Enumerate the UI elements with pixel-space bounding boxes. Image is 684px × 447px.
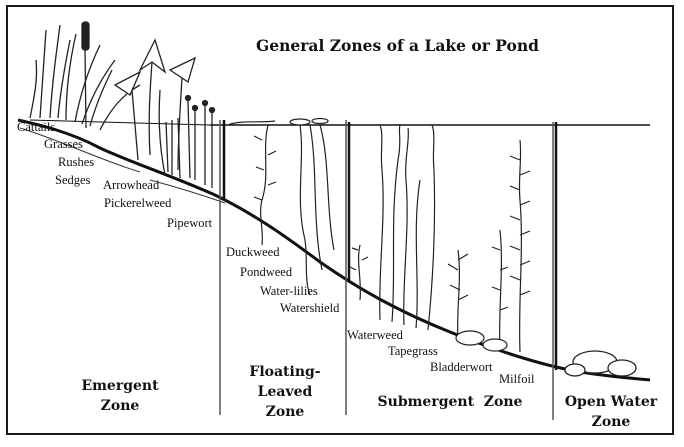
label-pondweed: Pondweed <box>240 265 293 279</box>
label-watershield: Watershield <box>280 301 340 315</box>
zone-label-emergent: Emergent Zone <box>81 378 159 414</box>
zone-label-open-water: Open Water Zone <box>564 394 658 430</box>
label-tapegrass: Tapegrass <box>388 344 438 358</box>
label-bladderwort: Bladderwort <box>430 360 493 374</box>
label-milfoil: Milfoil <box>499 372 535 386</box>
label-waterweed: Waterweed <box>347 328 403 342</box>
label-grasses: Grasses <box>44 137 83 151</box>
zone-label-submergent: Submergent Zone <box>377 394 523 410</box>
label-sedges: Sedges <box>55 173 91 187</box>
label-pipewort: Pipewort <box>167 216 213 230</box>
emergent-plants-drawing <box>29 21 216 188</box>
open-water-rocks-drawing <box>564 350 637 377</box>
label-water-lilies: Water-lilies <box>260 284 318 298</box>
label-arrowhead: Arrowhead <box>103 178 160 192</box>
label-pickerelweed: Pickerelweed <box>104 196 172 210</box>
label-rushes: Rushes <box>58 155 95 169</box>
diagram-title: General Zones of a Lake or Pond <box>256 36 539 55</box>
diagram-frame <box>6 5 674 435</box>
floating-plants-drawing <box>227 117 335 296</box>
zone-label-floating-leaved: Floating- Leaved Zone <box>249 364 321 420</box>
label-cattails: Cattails <box>17 120 56 134</box>
submergent-plants-drawing <box>349 124 531 353</box>
label-duckweed: Duckweed <box>226 245 280 259</box>
